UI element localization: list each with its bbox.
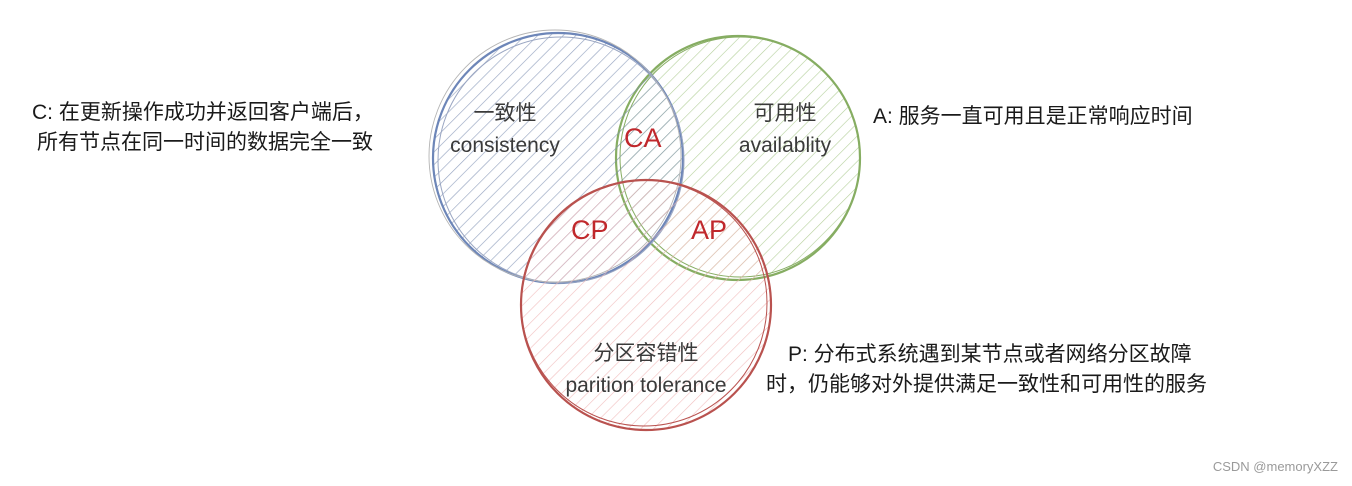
consistency-label: 一致性 consistency [430,98,580,162]
partition-description-line2: 时，仍能够对外提供满足一致性和可用性的服务 [766,373,1207,396]
watermark: CSDN @memoryXZZ [1212,459,1338,474]
consistency-title: 一致性 [473,102,537,125]
region-cp: CP [571,215,609,245]
availability-label: 可用性 availablity [710,98,860,162]
partition-title: 分区容错性 [593,342,699,365]
consistency-subtitle: consistency [450,134,560,157]
consistency-description: C: 在更新操作成功并返回客户端后， 所有节点在同一时间的数据完全一致 [32,98,374,158]
availability-subtitle: availablity [738,134,832,157]
availability-description: A: 服务一直可用且是正常响应时间 [873,105,1193,128]
partition-subtitle: parition tolerance [565,374,727,397]
partition-description-line1: P: 分布式系统遇到某节点或者网络分区故障 [788,343,1192,366]
consistency-description-line2: 所有节点在同一时间的数据完全一致 [37,131,373,154]
region-ap: AP [691,215,728,245]
consistency-description-line1: C: 在更新操作成功并返回客户端后， [32,101,374,124]
partition-label: 分区容错性 parition tolerance [536,338,756,402]
partition-description: P: 分布式系统遇到某节点或者网络分区故障 时，仍能够对外提供满足一致性和可用性… [766,340,1207,400]
partition-circle [519,178,773,432]
region-ca: CA [624,123,662,153]
availability-title: 可用性 [753,102,817,125]
